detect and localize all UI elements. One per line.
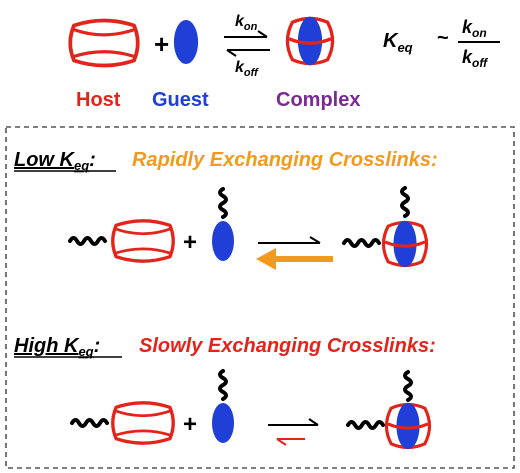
- low-complex-icon: [381, 219, 429, 269]
- high-host-chain: [70, 418, 109, 428]
- host-icon: [68, 18, 140, 68]
- plus-sign: +: [154, 29, 169, 59]
- high-guest-chain: [218, 369, 228, 401]
- host-label: Host: [76, 89, 121, 111]
- high-complex-chain-v: [403, 370, 413, 402]
- high-keq-title: Slowly Exchanging Crosslinks:: [139, 335, 436, 357]
- low-keq-heading: Low Keq:: [14, 149, 96, 173]
- low-forward-arrow: [258, 236, 321, 244]
- complex-icon: [285, 15, 335, 67]
- svg-text:Keq: Keq: [383, 30, 413, 55]
- k-on-label: kon: [235, 13, 258, 33]
- svg-text:kon: kon: [462, 17, 487, 40]
- svg-text:koff: koff: [462, 47, 488, 70]
- svg-text:~: ~: [437, 27, 449, 49]
- high-plus-sign: +: [183, 411, 197, 438]
- low-plus-sign: +: [183, 229, 197, 256]
- high-complex-chain-h: [346, 420, 385, 430]
- high-guest-icon: [212, 403, 234, 443]
- high-host-icon: [111, 401, 175, 445]
- low-guest-chain: [218, 187, 228, 219]
- high-keq-heading: High Keq:: [14, 335, 100, 359]
- low-host-icon: [111, 219, 175, 263]
- k-off-label: koff: [235, 59, 259, 79]
- high-forward-arrow: [268, 418, 319, 426]
- low-keq-title: Rapidly Exchanging Crosslinks:: [132, 149, 438, 171]
- equilibrium-arrows: [224, 30, 270, 57]
- high-complex-icon: [384, 401, 432, 451]
- low-complex-chain-v: [400, 186, 410, 218]
- guest-icon: [173, 20, 199, 64]
- guest-label: Guest: [152, 89, 209, 111]
- low-reverse-arrow: [256, 248, 333, 270]
- dashed-panel: [5, 126, 515, 469]
- complex-label: Complex: [276, 89, 360, 111]
- low-host-chain: [68, 236, 107, 246]
- low-guest-icon: [212, 221, 234, 261]
- keq-expression: Keq ~ kon koff: [383, 17, 500, 70]
- low-complex-chain-h: [342, 238, 381, 248]
- high-reverse-arrow: [276, 438, 305, 446]
